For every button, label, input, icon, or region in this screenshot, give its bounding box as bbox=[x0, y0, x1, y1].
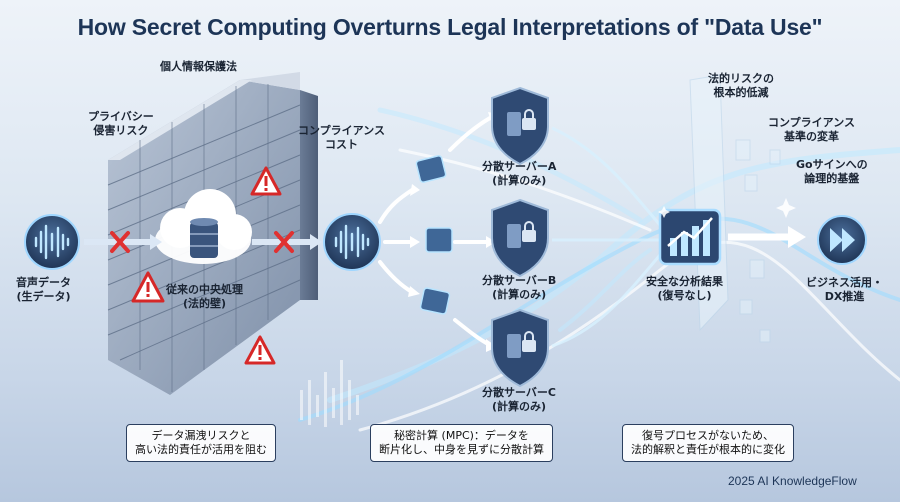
decryption-line1: 復号プロセスがないため、 bbox=[642, 429, 774, 442]
server-b-label: 分散サーバーB (計算のみ) bbox=[482, 274, 556, 302]
go-sign-line2: 論理的基盤 bbox=[804, 172, 860, 185]
voice-data-line2: (生データ) bbox=[16, 290, 71, 303]
server-b-line1: 分散サーバーB bbox=[482, 274, 557, 287]
business-use-label: ビジネス活用・ DX推進 bbox=[806, 276, 883, 304]
output-arrow bbox=[728, 226, 806, 248]
mpc-line1: 秘密計算 (MPC)：データを bbox=[394, 429, 529, 442]
server-b-line2: (計算のみ) bbox=[492, 288, 547, 301]
footer-credit: 2025 AI KnowledgeFlow bbox=[728, 474, 857, 488]
mpc-line2: 断片化し、中身を見ずに分散計算 bbox=[379, 443, 544, 456]
server-a-label: 分散サーバーA (計算のみ) bbox=[482, 160, 556, 188]
sparkle-icon bbox=[658, 198, 796, 218]
server-c-line1: 分散サーバーC bbox=[482, 386, 556, 399]
legal-risk-label: 法的リスクの 根本的低減 bbox=[708, 72, 774, 100]
server-c-label: 分散サーバーC (計算のみ) bbox=[482, 386, 556, 414]
privacy-law-label: 個人情報保護法 bbox=[160, 60, 237, 74]
central-processing-line1: 従来の中央処理 bbox=[166, 283, 243, 296]
shield-server-icon bbox=[491, 86, 549, 166]
cloud-database-icon bbox=[155, 189, 252, 264]
shield-server-icon bbox=[491, 198, 549, 278]
server-a-line2: (計算のみ) bbox=[492, 174, 547, 187]
shattered-wall bbox=[689, 74, 781, 343]
server-a-line1: 分散サーバーA bbox=[482, 160, 557, 173]
analytics-chart-icon bbox=[658, 208, 722, 266]
data-flow-streams bbox=[298, 107, 900, 432]
decryption-box: 復号プロセスがないため、 法的解釈と責任が根本的に変化 bbox=[622, 424, 794, 462]
legal-risk-line2: 根本的低減 bbox=[713, 86, 769, 99]
converging-streams bbox=[551, 126, 662, 348]
voice-data-line1: 音声データ bbox=[16, 276, 71, 289]
voice-data-label: 音声データ (生データ) bbox=[16, 276, 71, 304]
floor-waveform bbox=[300, 360, 359, 427]
central-processing-line2: (法的壁) bbox=[182, 297, 227, 310]
privacy-law-text: 個人情報保護法 bbox=[160, 60, 237, 73]
compliance-change-line2: 基準の変革 bbox=[784, 130, 839, 143]
business-use-line1: ビジネス活用・ bbox=[806, 276, 883, 289]
mpc-box: 秘密計算 (MPC)：データを 断片化し、中身を見ずに分散計算 bbox=[370, 424, 553, 462]
data-fragment-icon bbox=[415, 155, 453, 315]
privacy-risk-line2: 侵害リスク bbox=[93, 124, 149, 137]
decryption-line2: 法的解釈と責任が根本的に変化 bbox=[631, 443, 785, 456]
voice-data-icon bbox=[323, 213, 381, 271]
fast-forward-icon bbox=[817, 215, 867, 265]
compliance-change-label: コンプライアンス 基準の変革 bbox=[768, 116, 855, 144]
analysis-result-line2: (復号なし) bbox=[657, 289, 712, 302]
compliance-cost-line2: コスト bbox=[325, 138, 358, 151]
analysis-result-line1: 安全な分析結果 bbox=[646, 275, 723, 288]
legal-risk-line1: 法的リスクの bbox=[708, 72, 774, 85]
warning-icon bbox=[131, 271, 165, 303]
leak-risk-box: データ漏洩リスクと 高い法的責任が活用を阻む bbox=[126, 424, 276, 462]
blocked-arrow bbox=[84, 231, 162, 253]
warning-icon bbox=[250, 166, 282, 196]
shield-server-icon bbox=[491, 308, 549, 388]
central-processing-label: 従来の中央処理 (法的壁) bbox=[166, 283, 243, 311]
privacy-risk-label: プライバシー 侵害リスク bbox=[88, 110, 154, 138]
business-use-line2: DX推進 bbox=[824, 290, 865, 303]
go-sign-label: Goサインへの 論理的基盤 bbox=[796, 158, 868, 186]
compliance-cost-line1: コンプライアンス bbox=[298, 124, 386, 137]
compliance-change-line1: コンプライアンス bbox=[768, 116, 856, 129]
leak-risk-line1: データ漏洩リスクと bbox=[151, 429, 251, 442]
page-title: How Secret Computing Overturns Legal Int… bbox=[77, 14, 823, 40]
leak-risk-line2: 高い法的責任が活用を阻む bbox=[135, 443, 267, 456]
go-sign-line1: Goサインへの bbox=[796, 158, 868, 171]
blocked-arrow bbox=[252, 231, 322, 253]
analysis-result-label: 安全な分析結果 (復号なし) bbox=[646, 275, 723, 303]
privacy-risk-line1: プライバシー bbox=[88, 110, 154, 123]
warning-icon bbox=[244, 335, 276, 365]
server-c-line2: (計算のみ) bbox=[491, 400, 547, 413]
compliance-cost-label: コンプライアンス コスト bbox=[298, 124, 385, 152]
voice-data-icon bbox=[24, 214, 80, 270]
